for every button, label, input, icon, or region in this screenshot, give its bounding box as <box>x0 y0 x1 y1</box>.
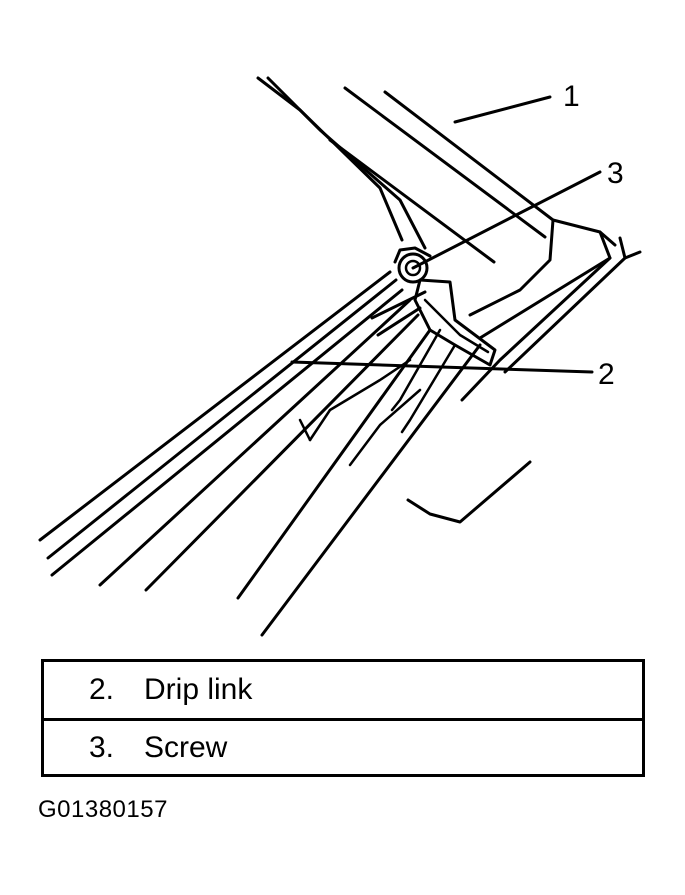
drip-rail <box>460 230 642 402</box>
callout-1: 1 <box>563 80 580 113</box>
leader-line-1 <box>453 95 552 124</box>
legend-number: 2. <box>88 673 114 706</box>
legend-number: 3. <box>88 730 114 764</box>
drip-link-part <box>370 278 497 434</box>
roof-panel-edge <box>256 76 617 317</box>
callout-3: 3 <box>607 157 624 190</box>
legend-row: 3. Screw <box>44 718 642 774</box>
legend-label: Drip link <box>144 673 253 706</box>
trim-strip-lines <box>38 270 532 637</box>
legend-label: Screw <box>144 730 228 764</box>
parts-legend-table: 2. Drip link 3. Screw <box>41 659 645 777</box>
legend-row: 2. Drip link <box>44 662 642 718</box>
leader-line-3 <box>411 170 602 270</box>
callout-2: 2 <box>598 358 615 391</box>
figure-code: G01380157 <box>38 796 168 823</box>
leader-line-2 <box>290 360 594 374</box>
leader-lines <box>290 95 602 374</box>
drip-link-illustration: 1 3 2 <box>38 76 642 637</box>
screw-part <box>393 246 432 284</box>
